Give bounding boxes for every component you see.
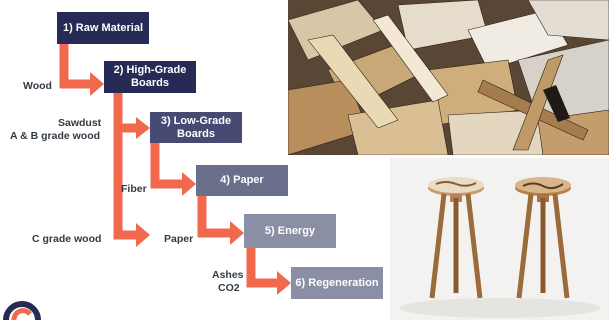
step-raw-material-label: 1) Raw Material: [62, 21, 144, 34]
step-regeneration: 6) Regeneration: [291, 267, 383, 299]
input-ashes: Ashes: [212, 269, 244, 281]
step-regeneration-label: 6) Regeneration: [295, 276, 379, 289]
arrowhead-high: [90, 72, 104, 96]
step-raw-material: 1) Raw Material: [57, 12, 149, 44]
scrap-wood-photo: [288, 0, 609, 155]
step-energy-label: 5) Energy: [264, 224, 316, 237]
input-fiber: Fiber: [121, 183, 147, 195]
input-sawdust: Sawdust: [58, 117, 102, 129]
arrow-energy-to-regen: [246, 248, 279, 288]
step-energy: 5) Energy: [244, 214, 336, 248]
input-c-grade: C grade wood: [32, 233, 102, 245]
stools-illustration: [390, 158, 609, 320]
right-stool: [515, 177, 571, 299]
arrow-high-to-energy-branch: [113, 128, 138, 240]
arrowhead-energy: [230, 221, 244, 245]
step-low-grade-boards: 3) Low-Grade Boards: [150, 112, 242, 143]
input-co2: CO2: [218, 282, 240, 294]
step-high-grade-boards-label: 2) High-Grade Boards: [113, 64, 187, 89]
arrow-low-to-paper: [150, 143, 184, 189]
arrowhead-low: [136, 117, 150, 139]
arrowhead-branch: [136, 223, 150, 247]
arrowhead-paper: [182, 172, 196, 196]
step-paper-label: 4) Paper: [220, 174, 264, 186]
arrow-paper-to-energy: [197, 196, 232, 238]
arrow-raw-to-high: [59, 44, 92, 89]
arrow-high-to-low: [113, 93, 138, 133]
input-ab-grade: A & B grade wood: [10, 130, 101, 142]
company-logo-icon: [0, 298, 44, 321]
step-low-grade-boards-label: 3) Low-Grade Boards: [160, 114, 232, 140]
stools-photo: [390, 158, 609, 320]
arrowhead-regen: [277, 271, 291, 295]
step-paper: 4) Paper: [196, 165, 288, 196]
input-wood: Wood: [23, 80, 52, 92]
step-high-grade-boards: 2) High-Grade Boards: [104, 61, 196, 93]
input-paper: Paper: [164, 233, 194, 245]
scrap-wood-illustration: [288, 0, 609, 155]
left-stool: [428, 177, 484, 299]
